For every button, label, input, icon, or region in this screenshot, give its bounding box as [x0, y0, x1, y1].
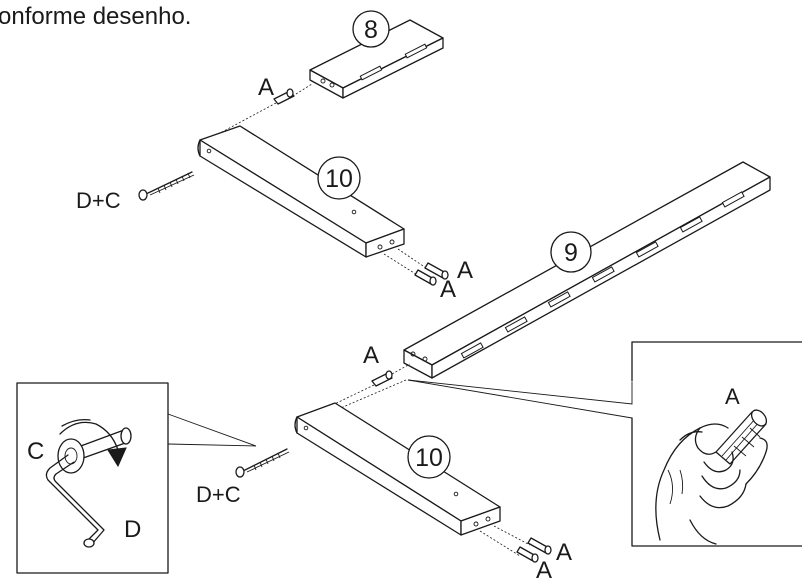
- hand-icon: [655, 423, 768, 545]
- part-10-lower-number: 10: [415, 444, 443, 472]
- label-a-lower-right-1: A: [556, 539, 572, 566]
- allen-key-icon: [45, 454, 105, 548]
- part-10-lower-rail: [294, 402, 501, 536]
- dowel-a-upper-right-1: [424, 262, 449, 280]
- dowel-in-hand: [715, 409, 768, 465]
- hand-inset-callout-a: [407, 379, 633, 405]
- bolt-upper: [138, 171, 195, 201]
- curved-arrow-icon: [59, 418, 127, 468]
- part-9-number-badge: 9: [550, 231, 592, 273]
- dowel-a-lower-right-1: [527, 537, 552, 555]
- part-9-number: 9: [564, 239, 578, 267]
- label-a-top: A: [258, 74, 274, 101]
- tool-inset-callout: [167, 413, 257, 447]
- inset-label-d: D: [124, 516, 141, 543]
- label-dc-upper: D+C: [76, 188, 121, 213]
- dowel-a-top: [273, 88, 295, 105]
- label-a-lower-right-2: A: [536, 557, 552, 582]
- part-10-upper-number-badge: 10: [317, 156, 361, 200]
- label-a-upper-right-2: A: [440, 276, 456, 303]
- part-8-number-badge: 8: [352, 10, 390, 48]
- dowel-a-middle: [371, 370, 393, 387]
- hand-inset-panel: [631, 341, 802, 547]
- label-dc-lower: D+C: [196, 482, 241, 507]
- part-10-lower-number-badge: 10: [407, 435, 451, 479]
- bolt-lower: [235, 448, 290, 478]
- part-10-upper-rail: [197, 125, 405, 258]
- inset-label-c: C: [27, 438, 44, 465]
- dowel-a-lower-right-2: [516, 546, 539, 563]
- part-8-number: 8: [364, 16, 378, 44]
- part-8-short-bar: [309, 19, 444, 99]
- label-a-upper-right-1: A: [457, 257, 473, 284]
- instruction-text: onforme desenho.: [0, 3, 191, 30]
- inset-label-a: A: [725, 384, 740, 409]
- part-10-upper-number: 10: [325, 165, 353, 193]
- hand-inset-callout-b: [407, 379, 633, 419]
- label-a-middle: A: [363, 342, 379, 369]
- dowel-a-upper-right-2: [414, 269, 437, 286]
- tool-inset-panel: [16, 382, 169, 574]
